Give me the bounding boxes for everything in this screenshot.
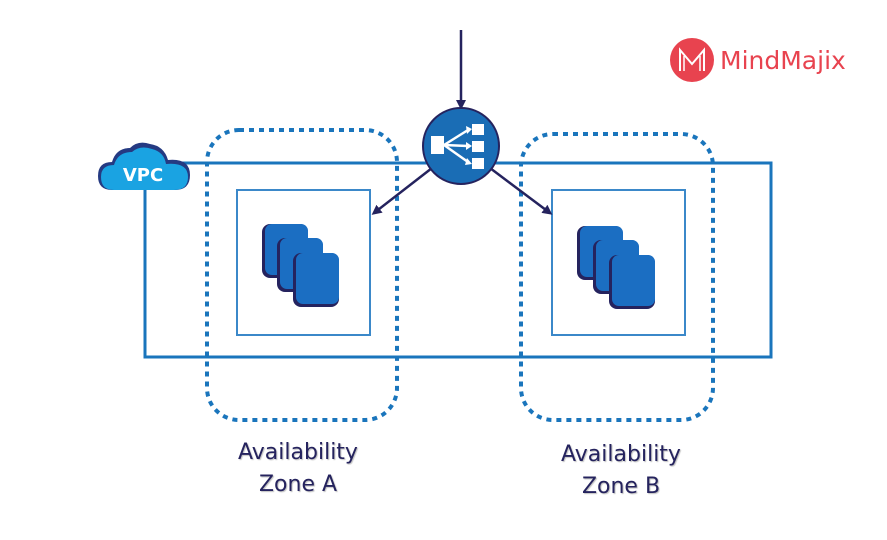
vpc-cloud-icon — [98, 142, 190, 190]
brand-name: MindMajix — [720, 45, 846, 75]
zone-a-label-line1: Availability — [238, 440, 358, 465]
zone-b-label-line2: Zone B — [581, 474, 661, 499]
availability-zone-b-boundary — [519, 132, 715, 422]
arrow-to-zone-b — [489, 167, 553, 215]
mindmajix-logo-icon — [670, 38, 714, 82]
zone-b-label-line1: Availability — [561, 442, 681, 467]
availability-zone-a-boundary — [205, 128, 399, 422]
brand-logo: MindMajix — [670, 38, 846, 82]
zone-a-label-line2: Zone A — [258, 472, 338, 497]
ec2-instances-icon-a — [262, 224, 339, 307]
zone-a-label: Availability Zone A — [188, 437, 408, 501]
ec2-instances-icon-b — [577, 226, 655, 309]
load-balancer-icon — [422, 107, 500, 185]
zone-b-label: Availability Zone B — [511, 439, 731, 503]
arrow-to-zone-a — [371, 167, 433, 215]
vpc-label: VPC — [123, 165, 163, 186]
